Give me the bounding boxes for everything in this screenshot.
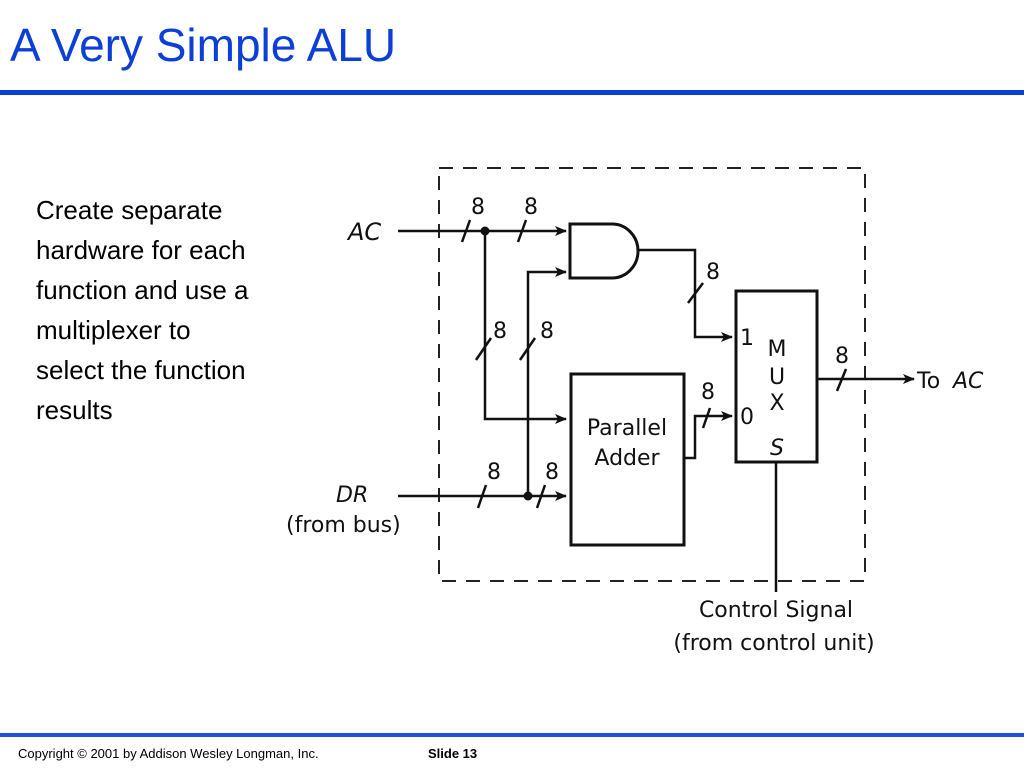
bus-width-label: 8 <box>493 319 507 344</box>
bus-width-label: 8 <box>835 344 849 369</box>
bus-slash <box>687 282 704 304</box>
ac-to-adder-wire <box>483 231 567 424</box>
bus-slash <box>518 337 537 361</box>
bus-width-label: 8 <box>487 460 501 485</box>
dr-to-and-wire <box>526 267 567 494</box>
bus-slash <box>476 484 488 509</box>
footer-slide-number: Slide 13 <box>428 746 478 761</box>
body-line: results <box>36 395 113 425</box>
output-to-label: To <box>916 369 940 394</box>
footer-copyright: Copyright © 2001 by Addison Wesley Longm… <box>18 746 319 761</box>
body-line: hardware for each <box>36 235 246 265</box>
bus-width-label: 8 <box>701 380 715 405</box>
control-signal-note: (from control unit) <box>673 631 874 656</box>
dr-input-note: (from bus) <box>286 513 401 538</box>
footer-divider <box>0 733 1024 737</box>
output-target-label: AC <box>951 369 984 394</box>
mux-letter: U <box>769 365 785 390</box>
mux-letter: M <box>768 337 787 362</box>
parallel-adder-block <box>569 372 686 547</box>
body-line: function and use a <box>36 275 249 305</box>
bus-width-label: 8 <box>471 195 485 220</box>
and-gate <box>568 222 640 280</box>
body-line: Create separate <box>36 195 223 225</box>
mux-input-0-label: 0 <box>740 405 754 430</box>
ac-input-label: AC <box>346 218 381 246</box>
bus-width-label: 8 <box>706 260 720 285</box>
bus-slash <box>835 368 848 392</box>
mux-block <box>734 289 819 464</box>
body-line: multiplexer to <box>36 315 191 345</box>
dr-input-label: DR <box>336 483 368 508</box>
adder-label-line2: Adder <box>594 446 660 471</box>
bus-slash <box>516 219 528 243</box>
body-text: Create separate hardware for each functi… <box>36 190 336 430</box>
mux-select-label: S <box>770 436 784 461</box>
bus-slash <box>474 337 493 361</box>
bus-width-label: 8 <box>545 460 559 485</box>
dr-junction-dot <box>523 491 533 501</box>
adder-to-mux-wire <box>684 411 733 460</box>
alu-boundary <box>438 167 866 582</box>
slide-title: A Very Simple ALU <box>10 19 397 71</box>
bus-slash <box>460 219 472 243</box>
mux-letter: X <box>769 391 784 416</box>
bus-width-label: 8 <box>524 195 538 220</box>
bus-slash <box>701 407 712 429</box>
title-divider <box>0 90 1024 95</box>
mux-input-1-label: 1 <box>740 326 754 351</box>
bus-width-label: 8 <box>540 319 554 344</box>
adder-label-line1: Parallel <box>587 416 667 441</box>
control-signal-label: Control Signal <box>699 598 853 623</box>
bus-slash <box>535 484 547 509</box>
body-line: select the function <box>36 355 246 385</box>
